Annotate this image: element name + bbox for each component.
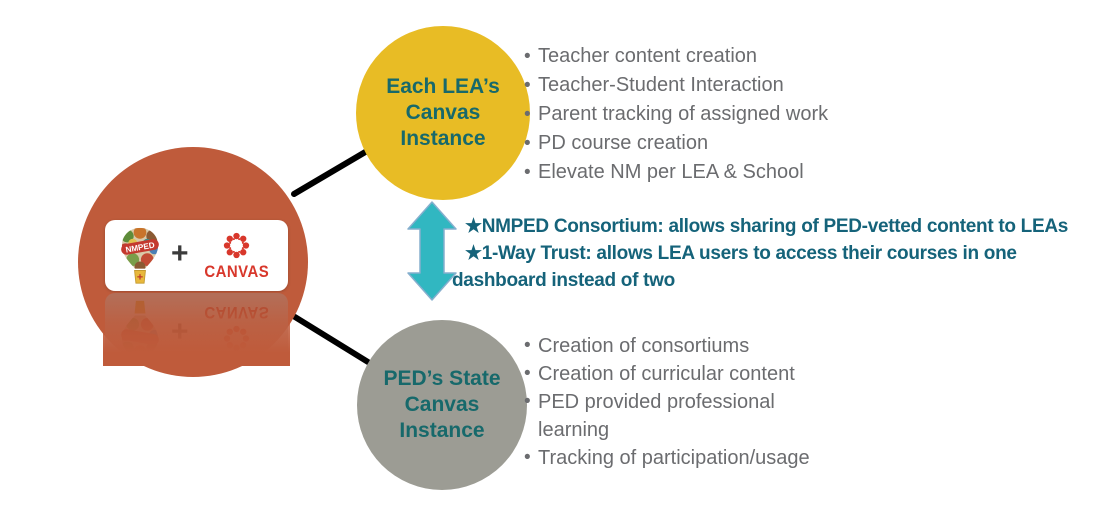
canvas-logo-text: CANVAS [203,261,269,281]
ped-circle-label: PED’s State Canvas Instance [383,367,501,442]
note-line: ★NMPED Consortium: allows sharing of PED… [465,216,1069,237]
list-item: Elevate NM per LEA & School [522,158,952,187]
connector-line-top [291,148,370,197]
canvas-logo: CANVAS [200,230,274,282]
double-arrow-icon [407,201,457,301]
consortium-notes: ★NMPED Consortium: allows sharing of PED… [452,213,1115,294]
reflection-fade [103,292,290,366]
zia-symbol-icon [137,273,143,280]
list-item: Creation of consortiums [522,332,846,360]
nmped-balloon-logo: NMPED [121,227,159,284]
canvas-logo-icon [223,232,249,258]
note-line: ★1-Way Trust: allows LEA users to access… [465,243,1017,264]
logo-box: NMPED + CANVAS [105,220,288,291]
list-item: Teacher content creation [522,42,952,71]
connector-line-bottom [292,314,371,365]
plus-sign: + [170,236,189,270]
list-item: PED provided professional learning [522,388,846,444]
ped-state-canvas-instance-circle: PED’s State Canvas Instance [357,320,527,490]
list-item: Tracking of participation/usage [522,444,846,472]
ped-feature-list: Creation of consortiums Creation of curr… [522,332,846,472]
note-line: dashboard instead of two [452,270,675,291]
lea-feature-list: Teacher content creation Teacher-Student… [522,42,952,187]
lea-canvas-instance-circle: Each LEA’s Canvas Instance [356,26,530,200]
lea-circle-label: Each LEA’s Canvas Instance [386,75,500,150]
list-item: Creation of curricular content [522,360,846,388]
list-item: Parent tracking of assigned work [522,100,952,129]
list-item: PD course creation [522,129,952,158]
list-item: Teacher-Student Interaction [522,71,952,100]
